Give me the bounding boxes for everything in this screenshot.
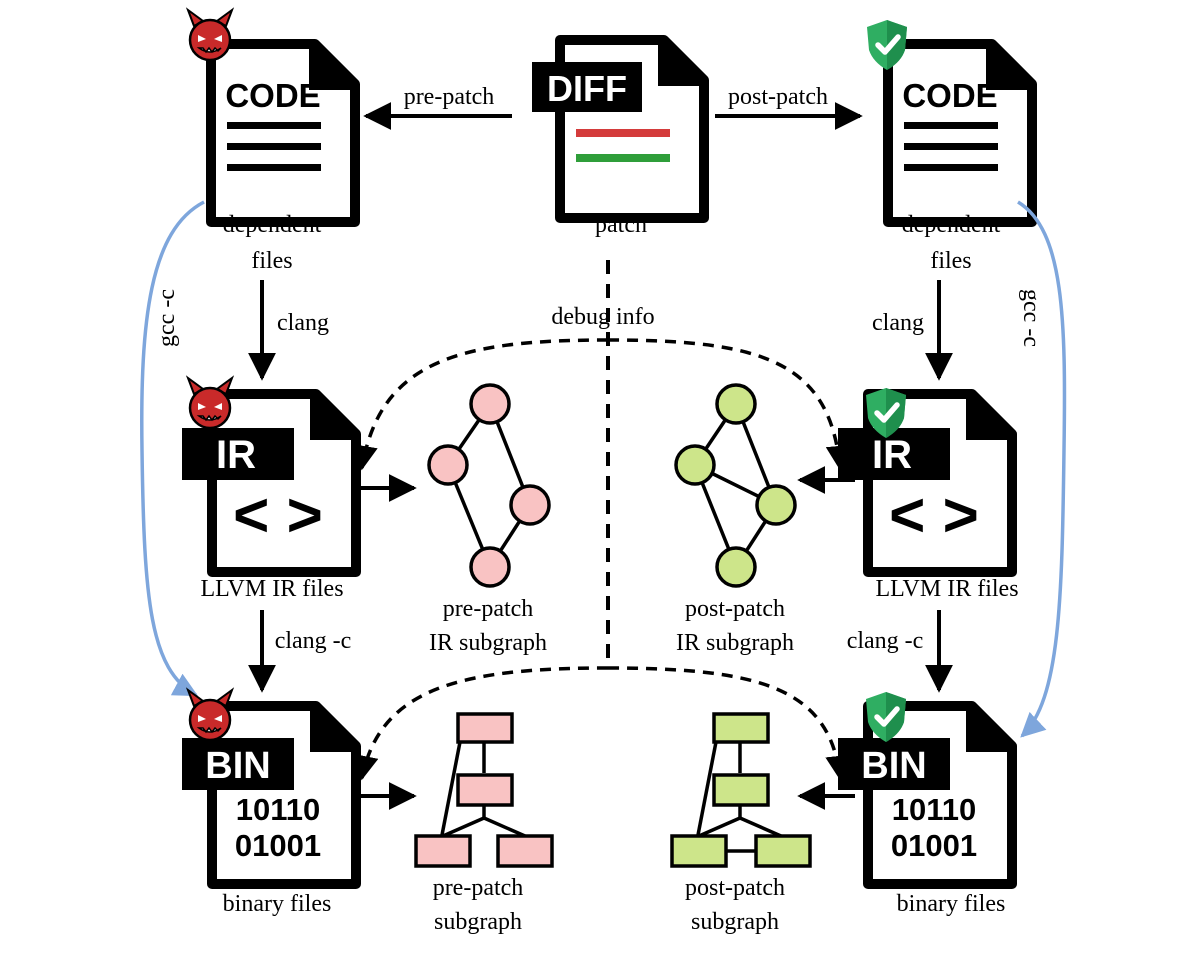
bin-document-post: BIN 10110 01001	[838, 704, 1014, 884]
diff-title: DIFF	[547, 68, 627, 109]
debug-info-arc-bin-right	[607, 666, 850, 781]
post-patch-edge-label: post-patch	[728, 84, 828, 110]
patch-label: patch	[595, 212, 647, 238]
gcc-label-left: gcc -c	[154, 289, 180, 347]
pre-patch-subgraph-label-2: subgraph	[434, 909, 522, 935]
ir-node	[715, 383, 757, 425]
gcc-arrow-right	[1017, 200, 1067, 738]
dependent-files-label-right: dependent	[902, 212, 1001, 238]
code-document-post: CODE	[888, 42, 1034, 222]
dependent-files-label-right-2: files	[930, 248, 971, 274]
code-brackets-icon: < >	[233, 481, 323, 550]
ir-title: IR	[872, 433, 912, 477]
block-node	[456, 773, 514, 807]
post-patch-subgraph-label: post-patch	[685, 875, 785, 901]
pre-patch-ir-subgraph-label: pre-patch	[443, 596, 534, 622]
llvm-ir-files-label-right: LLVM IR files	[875, 576, 1018, 602]
ir-document-post: IR < >	[838, 392, 1014, 572]
code-document-pre: CODE	[211, 42, 357, 222]
debug-info-arc-ir-left	[353, 338, 609, 471]
pre-patch-binary-subgraph	[414, 712, 554, 868]
code-title: CODE	[225, 77, 320, 114]
block-node	[754, 834, 812, 868]
block-node	[670, 834, 728, 868]
binary-digits-line-2: 01001	[235, 828, 321, 863]
binary-digits-line-1: 10110	[892, 792, 977, 827]
code-brackets-icon: < >	[889, 481, 979, 550]
block-node	[456, 712, 514, 744]
devil-icon	[186, 376, 234, 430]
post-patch-subgraph-label-2: subgraph	[691, 909, 779, 935]
binary-digits-line-1: 10110	[236, 792, 321, 827]
bin-title: BIN	[205, 745, 270, 787]
code-title: CODE	[902, 77, 997, 114]
gcc-arrow-left	[140, 200, 205, 697]
ir-node	[715, 546, 757, 588]
clang-c-label-right: clang -c	[847, 628, 924, 654]
post-patch-ir-subgraph-label: post-patch	[685, 596, 785, 622]
debug-info-arc-ir-right	[607, 338, 851, 471]
ir-document-pre: IR < >	[182, 392, 358, 572]
pre-patch-ir-subgraph	[427, 383, 551, 588]
binary-files-label-left: binary files	[223, 891, 332, 917]
ir-node	[509, 484, 551, 526]
block-node	[496, 834, 554, 868]
ir-title: IR	[216, 433, 256, 477]
block-node	[414, 834, 472, 868]
debug-info-arc-bin-left	[354, 666, 609, 781]
post-patch-ir-subgraph-label-2: IR subgraph	[676, 630, 794, 656]
bin-document-pre: BIN 10110 01001	[182, 704, 358, 884]
gcc-label-right: gcc -c	[1018, 289, 1044, 347]
pre-patch-subgraph-label: pre-patch	[433, 875, 524, 901]
ir-node	[427, 444, 469, 486]
post-patch-binary-subgraph	[670, 712, 812, 868]
clang-label-left: clang	[277, 310, 329, 336]
block-node	[712, 773, 770, 807]
devil-icon	[186, 8, 234, 62]
ir-node	[469, 546, 511, 588]
debug-info-label: debug info	[551, 304, 654, 330]
block-node	[712, 712, 770, 744]
clang-c-label-left: clang -c	[275, 628, 352, 654]
devil-icon	[186, 688, 234, 742]
post-patch-ir-subgraph	[674, 383, 797, 588]
ir-node	[755, 484, 797, 526]
llvm-ir-files-label-left: LLVM IR files	[200, 576, 343, 602]
binary-digits-line-2: 01001	[891, 828, 977, 863]
binary-files-label-right: binary files	[897, 891, 1006, 917]
dependent-files-label-left-2: files	[251, 248, 292, 274]
ir-node	[674, 444, 716, 486]
dependent-files-label-left: dependent	[223, 212, 322, 238]
pre-patch-ir-subgraph-label-2: IR subgraph	[429, 630, 547, 656]
pre-patch-edge-label: pre-patch	[404, 84, 495, 110]
bin-title: BIN	[861, 745, 926, 787]
diff-document: DIFF	[532, 38, 706, 218]
clang-label-right: clang	[872, 310, 924, 336]
ir-node	[469, 383, 511, 425]
